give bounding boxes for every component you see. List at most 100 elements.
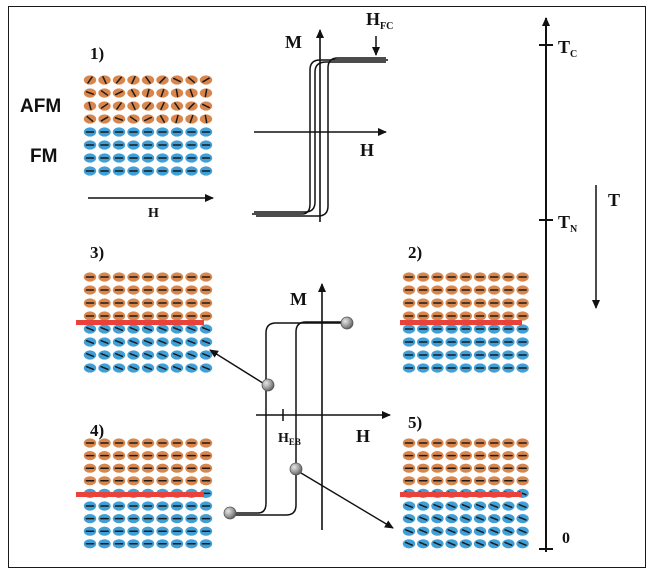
fm-spin [98,153,111,163]
afm-spin [488,272,501,282]
afm-spin [402,451,416,461]
afm-layer-label: AFM [20,96,61,117]
afm-spin [459,272,472,282]
afm-spin [98,438,111,448]
afm-spin [445,463,458,473]
afm-spin [199,476,213,486]
afm-spin [473,298,487,308]
fm-spin [402,350,416,360]
fm-spin [83,337,97,347]
afm-spin [516,298,529,308]
afm-spin [141,75,155,85]
afm-spin [127,272,140,282]
fm-spin [199,153,213,163]
afm-spin [83,311,97,321]
fm-spin [445,363,458,373]
afm-spin [199,438,213,448]
fm-spin [417,350,430,360]
afm-spin [112,285,126,295]
afm-spin [199,311,213,321]
fm-spin [402,539,416,549]
afm-spin [502,438,515,448]
fm-spin [170,539,184,549]
fm-spin [402,514,416,524]
fm-spin [185,337,198,347]
fm-spin [170,350,184,360]
fm-spin [516,337,529,347]
afm-spin [170,114,184,124]
afm-spin [185,75,198,85]
afm-spin [445,298,458,308]
panel-1-spin-grid [83,75,213,176]
afm-spin [473,311,487,321]
top-hysteresis-loop: M H HFC [252,9,393,222]
afm-spin [431,272,444,282]
fm-spin [83,350,97,360]
cooling-arrow-label: T [608,190,620,210]
fm-spin [112,501,126,511]
fm-spin [141,153,155,163]
afm-spin [417,298,430,308]
afm-spin [141,311,155,321]
fm-spin [199,350,213,360]
panel-4: 4) [76,421,213,549]
zero-label: 0 [562,530,570,547]
afm-spin [431,463,444,473]
fm-spin [459,514,472,524]
fm-spin [98,324,111,334]
fm-spin [98,526,111,536]
fm-spin [402,337,416,347]
afm-spin [502,463,515,473]
fm-spin [83,526,97,536]
afm-spin [502,451,515,461]
temperature-axis: TC TN 0 T [539,17,620,552]
afm-spin [156,88,169,98]
afm-spin [127,451,140,461]
afm-spin [516,285,529,295]
fm-spin [199,166,213,176]
afm-spin [141,438,155,448]
fm-spin [98,363,111,373]
afm-spin [170,88,184,98]
fm-spin [516,514,529,524]
fm-spin [417,539,430,549]
afm-spin [83,298,97,308]
fm-spin [445,526,458,536]
afm-spin [83,272,97,282]
afm-spin [431,451,444,461]
fm-spin [185,501,198,511]
fm-spin [417,501,430,511]
afm-spin [170,311,184,321]
fm-spin [445,350,458,360]
afm-spin [445,285,458,295]
fm-spin [156,324,169,334]
pointer-to-panel-3 [209,349,267,386]
fm-spin [402,526,416,536]
afm-spin [98,476,111,486]
fm-spin [83,501,97,511]
fm-spin [141,539,155,549]
fm-spin [488,363,501,373]
afm-spin [417,476,430,486]
afm-spin [488,285,501,295]
fm-spin [156,166,169,176]
afm-spin [83,101,97,111]
afm-spin [473,451,487,461]
fm-spin [417,337,430,347]
afm-spin [170,101,184,111]
state-marker-negative-saturation [223,506,237,520]
panel-5-interface-line [400,492,522,497]
fm-spin [459,363,472,373]
fm-spin [185,324,198,334]
fm-spin [170,514,184,524]
fm-spin [445,539,458,549]
afm-spin [170,298,184,308]
afm-spin [199,298,213,308]
panel-3-spin-grid [83,272,213,373]
fm-spin [98,501,111,511]
afm-spin [98,114,111,124]
fm-spin [98,514,111,524]
fm-spin [199,501,213,511]
panel-1-field-label: H [148,206,159,221]
state-marker-saturation [340,316,354,330]
